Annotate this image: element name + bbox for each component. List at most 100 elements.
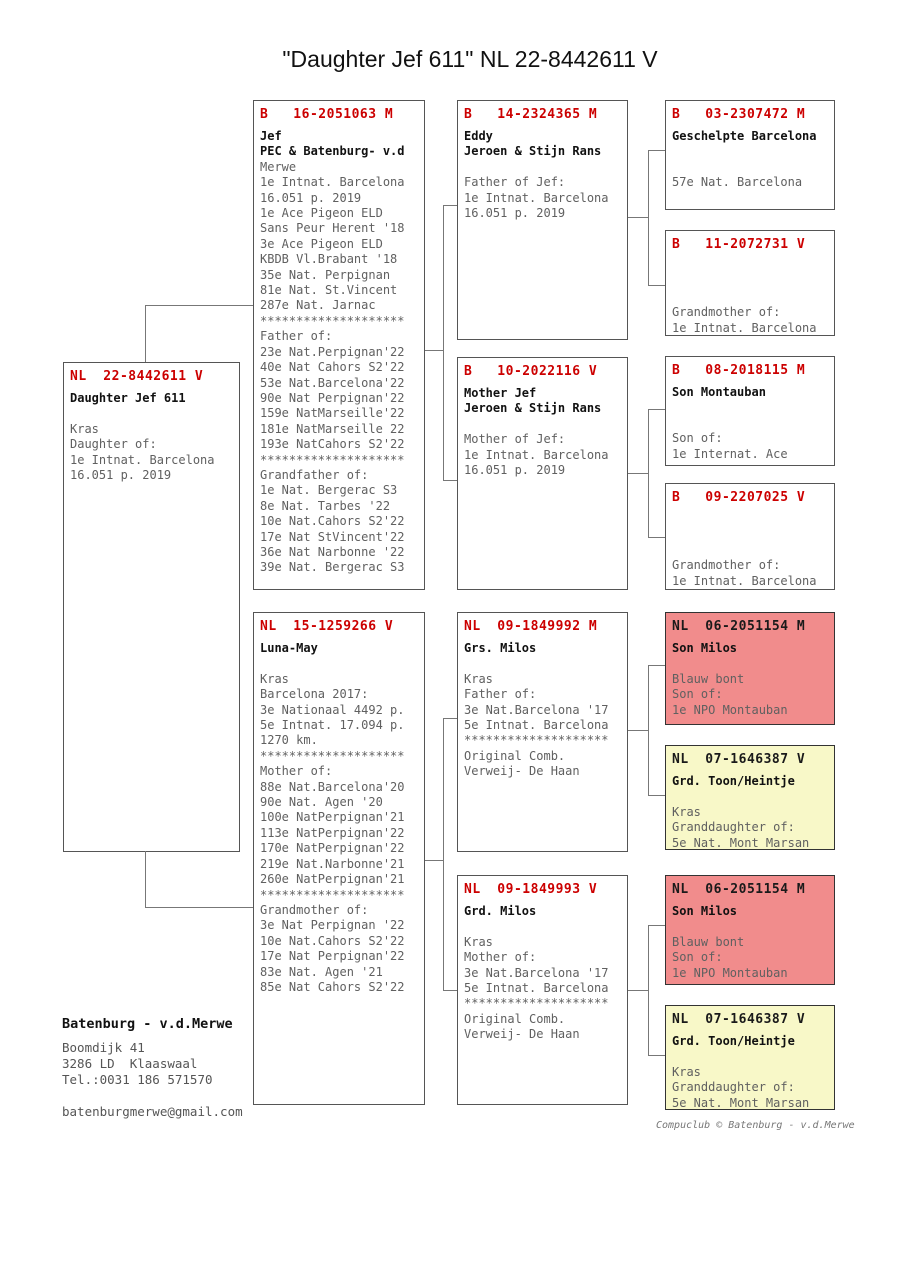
text-line: Daughter of: — [70, 437, 157, 452]
ring-number: NL 06-2051154 M — [672, 882, 806, 897]
connector-line — [443, 205, 457, 206]
text-line: 113e NatPerpignan'22 — [260, 825, 405, 840]
text-line — [464, 160, 622, 175]
text-line: 1e Intnat. Barcelona — [464, 447, 609, 462]
breeder-street: Boomdijk 41 — [62, 1040, 145, 1055]
ring-number: NL 06-2051154 M — [672, 619, 806, 634]
text-line: 40e Nat Cahors S2'22 — [260, 360, 405, 375]
text-line: Grandmother of: — [672, 305, 781, 320]
pigeon-name: Grd. Milos — [464, 904, 622, 919]
text-line: 5e Nat. Mont Marsan — [672, 835, 810, 850]
text-line: Son of: — [672, 950, 723, 965]
connector-line — [443, 718, 444, 990]
text-line — [672, 259, 829, 274]
connector-line — [648, 925, 649, 1055]
text-line — [672, 160, 829, 175]
connector-line — [648, 925, 665, 926]
text-line: 170e NatPerpignan'22 — [260, 841, 405, 856]
connector-line — [443, 718, 457, 719]
breeder-phone: Tel.:0031 186 571570 — [62, 1072, 213, 1087]
breeder-email: batenburgmerwe@gmail.com — [62, 1104, 243, 1119]
ring-number: B 11-2072731 V — [672, 237, 806, 252]
text-line: 1e NPO Montauban — [672, 965, 788, 980]
text-line: Grd. Milos — [464, 904, 537, 918]
text-line: 5e Intnat. 17.094 p. — [260, 718, 405, 733]
text-line: Kras — [70, 421, 99, 436]
text-line: Sans Peur Herent '18 — [260, 221, 405, 236]
text-line: Barcelona 2017: — [260, 687, 369, 702]
connector-line — [145, 305, 253, 306]
connector-line — [648, 409, 665, 410]
ring-number: B 10-2022116 V — [464, 364, 598, 379]
text-line: Original Comb. — [464, 1011, 566, 1026]
text-line: Blauw bont — [672, 671, 745, 686]
text-line: PEC & Batenburg- v.d — [260, 144, 405, 159]
text-line: 23e Nat.Perpignan'22 — [260, 344, 405, 359]
ring-number: NL 22-8442611 V — [70, 369, 204, 384]
text-line: 35e Nat. Perpignan — [260, 267, 391, 282]
connector-line — [443, 480, 457, 481]
text-line: Kras — [464, 671, 493, 686]
text-line: ******************** — [260, 452, 405, 467]
connector-line — [648, 285, 665, 286]
text-line: 3e Nat.Barcelona '17 — [464, 702, 609, 717]
text-line: 193e NatCahors S2'22 — [260, 437, 405, 452]
text-line — [70, 406, 234, 421]
text-line: Father of Jef: — [464, 175, 566, 190]
text-line: Son of: — [672, 687, 723, 702]
text-line: Mother of: — [260, 764, 333, 779]
ring-number: B 14-2324365 M — [464, 107, 598, 122]
pedigree-box-ggparent-1: B 03-2307472 M Geschelpte Barcelona 57e … — [665, 100, 835, 210]
text-line: Verweij- De Haan — [464, 1027, 580, 1042]
text-line: 1e NPO Montauban — [672, 702, 788, 717]
text-line: 16.051 p. 2019 — [70, 468, 172, 483]
text-line: 260e NatPerpignan'21 — [260, 872, 405, 887]
text-line: 3e Ace Pigeon ELD — [260, 236, 383, 251]
text-line: 39e Nat. Bergerac S3 — [260, 560, 405, 575]
pigeon-name: Grd. Toon/Heintje — [672, 1034, 829, 1049]
connector-line — [628, 217, 648, 218]
text-line: Verweij- De Haan — [464, 764, 580, 779]
text-line: Granddaughter of: — [672, 820, 795, 835]
text-line: 36e Nat Narbonne '22 — [260, 544, 405, 559]
text-line: Mother of: — [464, 950, 537, 965]
connector-line — [145, 305, 146, 362]
text-line: 17e Nat StVincent'22 — [260, 529, 405, 544]
text-line: 3e Nat Perpignan '22 — [260, 918, 405, 933]
pedigree-box-ggparent-2: B 11-2072731 V Grandmother of:1e Intnat.… — [665, 230, 835, 336]
text-line — [464, 656, 622, 671]
text-line: 90e Nat. Agen '20 — [260, 795, 383, 810]
text-line: Grandfather of: — [260, 467, 369, 482]
text-line: Grandmother of: — [260, 902, 369, 917]
connector-line — [648, 665, 649, 795]
text-line: Mother of Jef: — [464, 432, 566, 447]
text-line: 159e NatMarseille'22 — [260, 406, 405, 421]
text-line: Kras — [672, 804, 701, 819]
text-line: 100e NatPerpignan'21 — [260, 810, 405, 825]
pigeon-name: Son Milos — [672, 641, 829, 656]
pigeon-name: Son Milos — [672, 904, 829, 919]
text-line: 5e Nat. Mont Marsan — [672, 1095, 810, 1110]
text-line: 10e Nat.Cahors S2'22 — [260, 933, 405, 948]
text-line: 1e Intnat. Barcelona — [70, 452, 215, 467]
ring-number: NL 07-1646387 V — [672, 1012, 806, 1027]
connector-line — [648, 150, 665, 151]
ring-number: NL 07-1646387 V — [672, 752, 806, 767]
connector-line — [648, 409, 649, 537]
text-line: 219e Nat.Narbonne'21 — [260, 856, 405, 871]
text-line: 8e Nat. Tarbes '22 — [260, 498, 391, 513]
text-line: 1e Ace Pigeon ELD — [260, 206, 383, 221]
text-line: 81e Nat. St.Vincent — [260, 283, 398, 298]
text-line: ******************** — [260, 748, 405, 763]
text-line: Son Milos — [672, 641, 738, 655]
